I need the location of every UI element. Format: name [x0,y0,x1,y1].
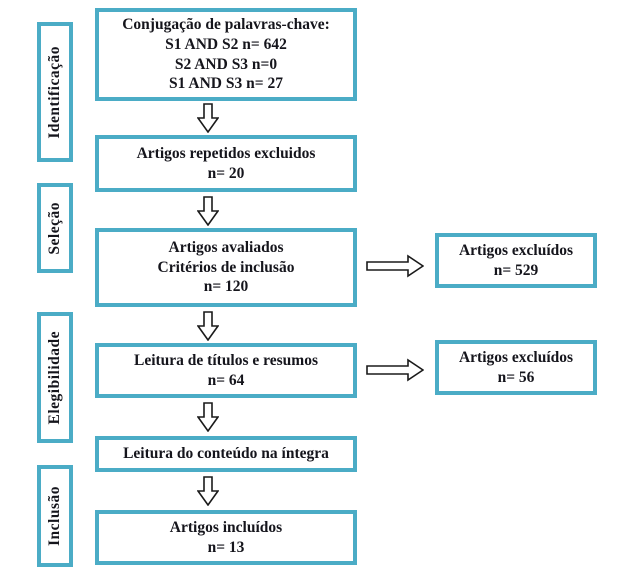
flow-box-keyword-conjugation: Conjugação de palavras-chave: S1 AND S2 … [95,8,357,101]
flow-box-titles-abstracts: Leitura de títulos e resumos n= 64 [95,343,357,398]
box-line: Artigos incluídos [169,518,283,536]
box-line: n= 56 [497,368,535,386]
box-line: Leitura de títulos e resumos [134,351,318,369]
down-arrow-icon [197,402,219,432]
down-arrow-icon [197,196,219,226]
box-line: S2 AND S3 n=0 [174,55,278,73]
box-line: Leitura do conteúdo na íntegra [123,445,329,463]
stage-box-identificacao: Identificação [37,22,73,162]
flow-box-articles-evaluated: Artigos avaliados Critérios de inclusão … [95,228,357,307]
excluded-box-529: Artigos excluídos n= 529 [435,233,597,288]
right-arrow-icon [366,254,424,278]
box-line: n= 64 [207,371,245,389]
flow-box-articles-included: Artigos incluídos n= 13 [95,510,357,565]
flow-box-fulltext-reading: Leitura do conteúdo na íntegra [95,436,357,472]
box-line: n= 529 [493,261,539,279]
box-line: n= 120 [203,278,249,296]
flow-box-duplicates-removed: Artigos repetidos excluidos n= 20 [95,135,357,192]
box-line: Critérios de inclusão [157,258,295,276]
box-line: Artigos repetidos excluidos [136,144,316,162]
excluded-box-56: Artigos excluídos n= 56 [435,340,597,395]
box-line: Artigos excluídos [458,241,574,259]
down-arrow-icon [197,103,219,133]
box-line: n= 20 [207,164,245,182]
down-arrow-icon [197,476,219,506]
box-line: Conjugação de palavras-chave: [122,16,330,34]
right-arrow-icon [366,358,424,382]
stage-box-inclusao: Inclusão [37,465,73,567]
stage-box-selecao: Seleção [37,183,73,273]
stage-label: Elegibilidade [46,330,63,425]
box-line: n= 13 [207,538,245,556]
stage-box-elegibilidade: Elegibilidade [37,312,73,443]
box-line: S1 AND S2 n= 642 [165,35,287,53]
box-line: Artigos excluídos [458,348,574,366]
stage-label: Identificação [46,45,63,139]
stage-label: Inclusão [46,486,63,546]
box-line: Artigos avaliados [168,239,284,257]
stage-label: Seleção [46,201,63,255]
down-arrow-icon [197,311,219,341]
box-line: S1 AND S3 n= 27 [169,75,283,93]
